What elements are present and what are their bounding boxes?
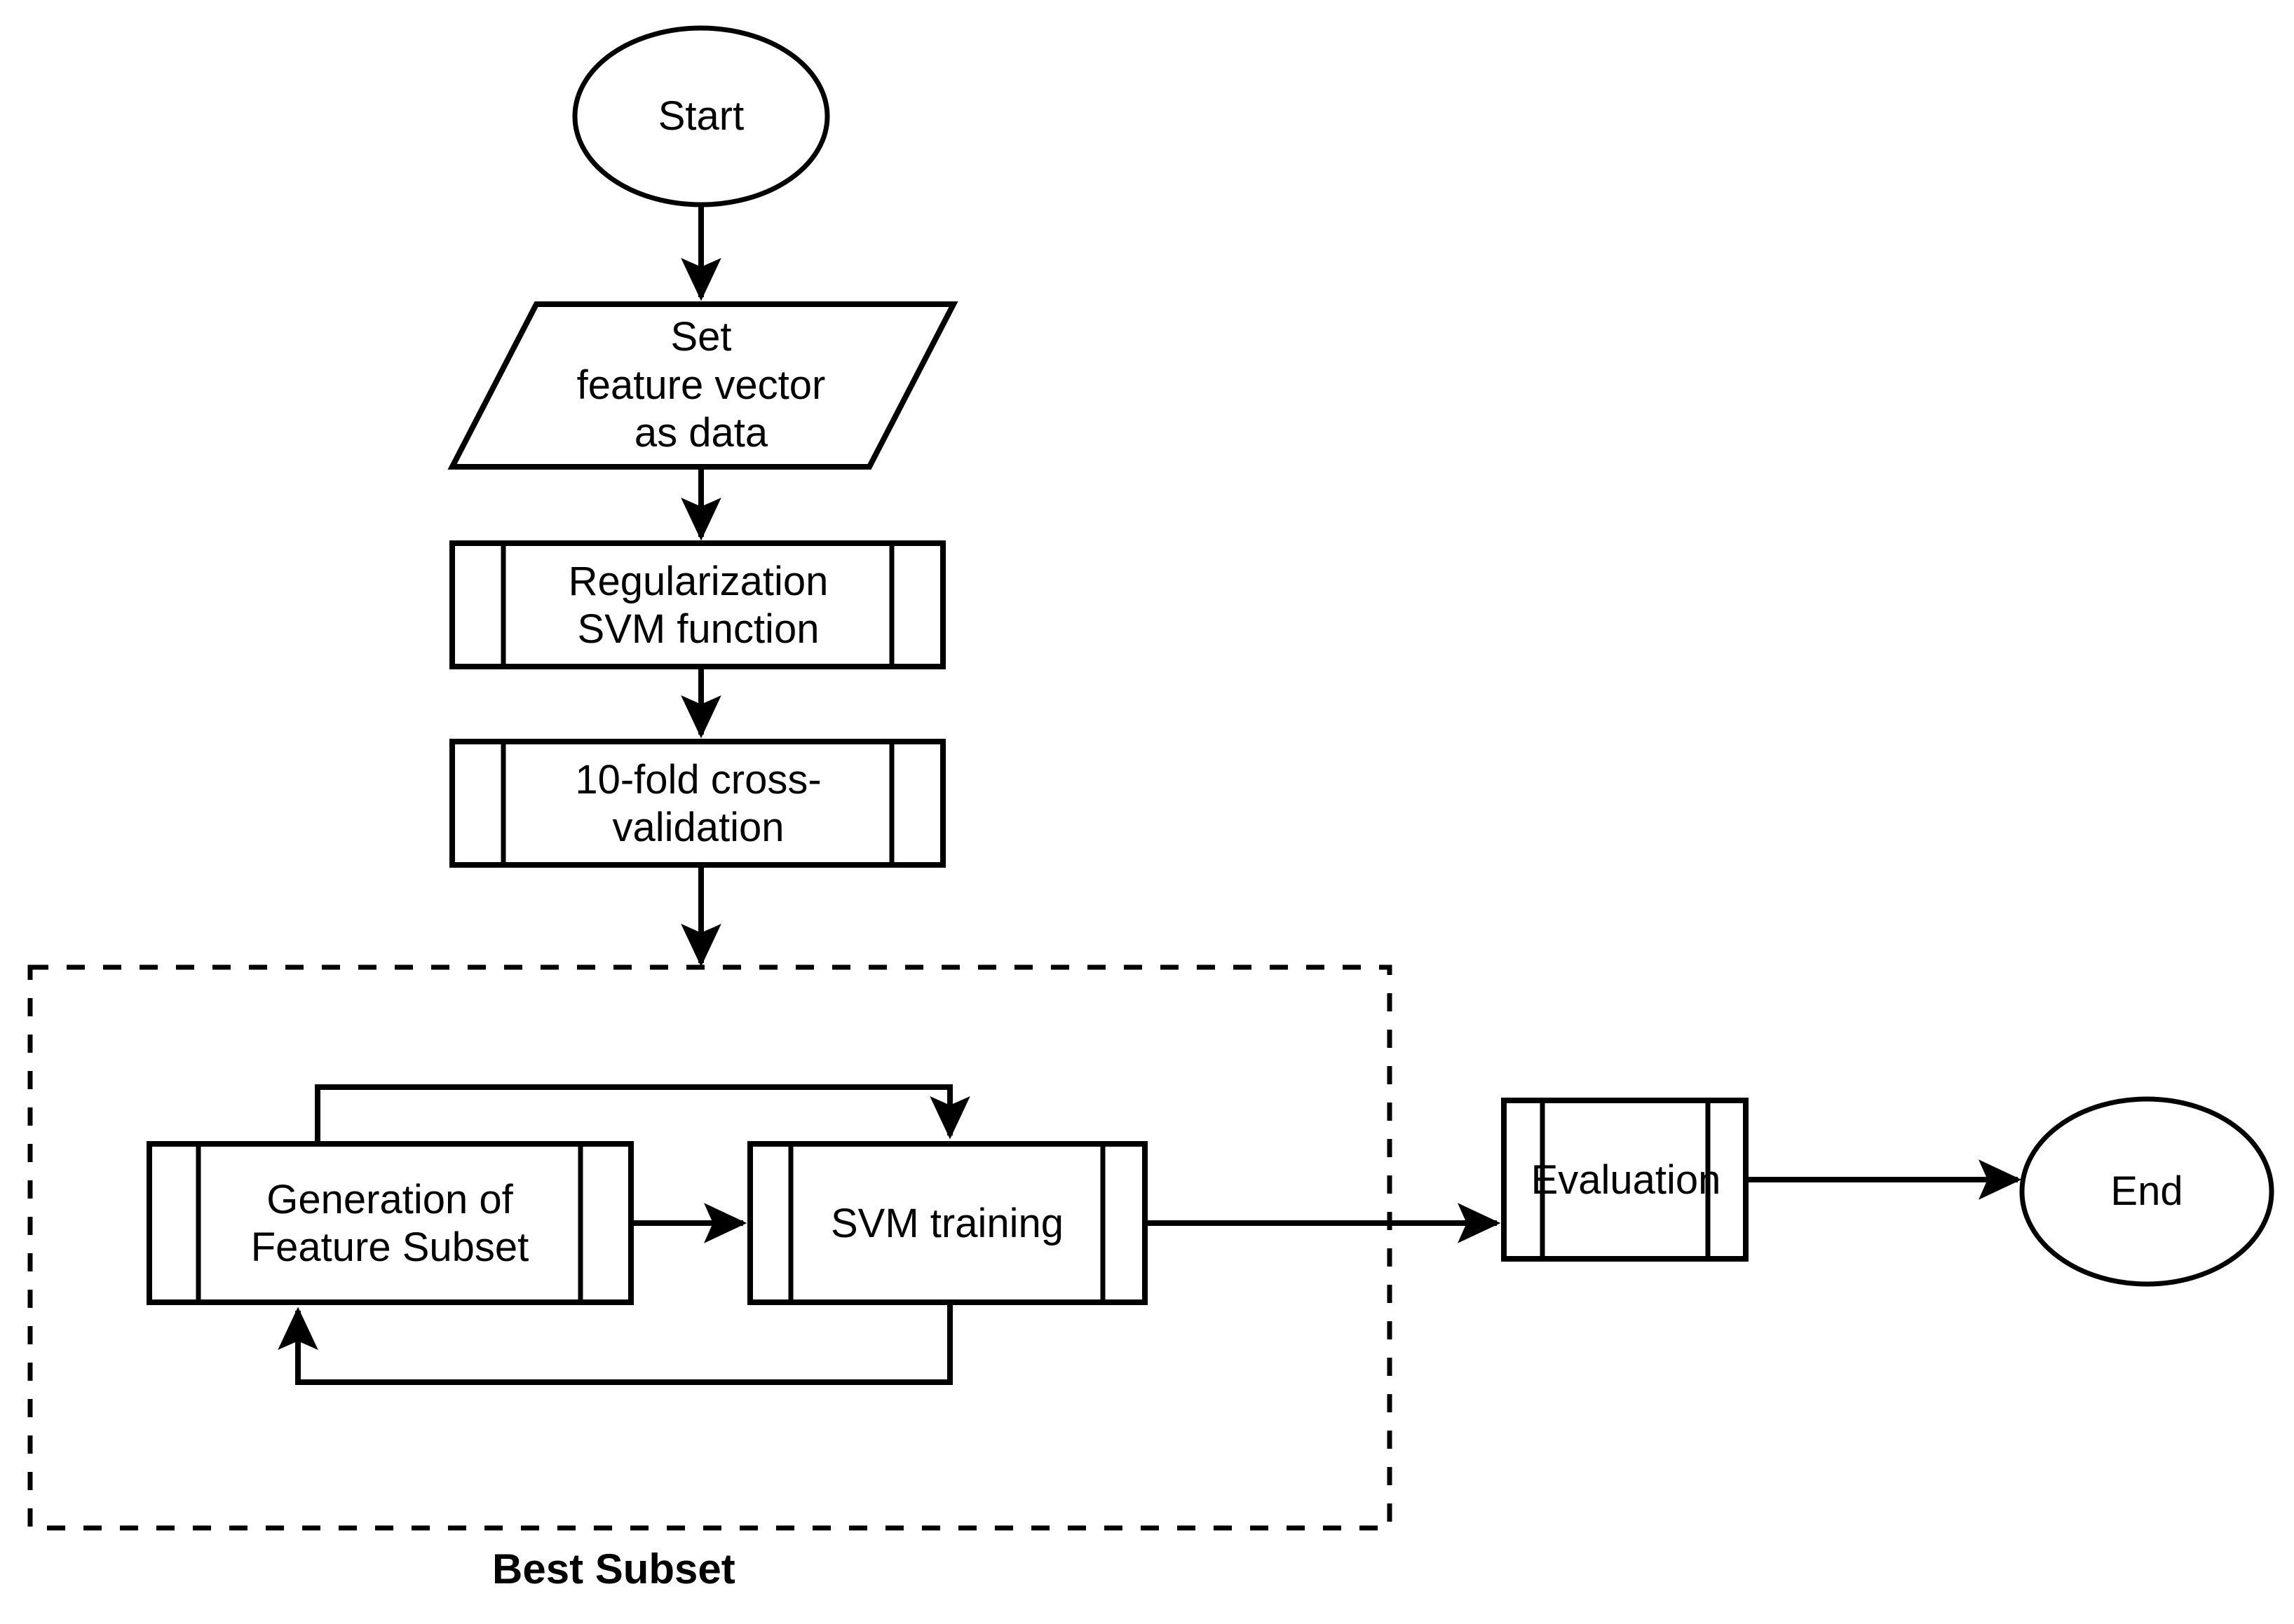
cross-validation-node-shape	[449, 739, 946, 868]
best-subset-group-border	[27, 964, 1392, 1531]
end-node-shape	[2019, 1096, 2274, 1287]
set-feature-vector-node-shape	[447, 301, 958, 470]
regularization-node-shape	[449, 540, 946, 669]
generation-node-shape	[147, 1141, 634, 1305]
best-subset-group-caption: Best Subset	[492, 1545, 735, 1592]
svm-training-node-shape	[747, 1141, 1148, 1305]
edge-svm-training-feedback-bottom	[278, 1302, 953, 1385]
start-node-shape	[572, 25, 830, 207]
edge-svm-training-feedback-top	[315, 1084, 970, 1143]
